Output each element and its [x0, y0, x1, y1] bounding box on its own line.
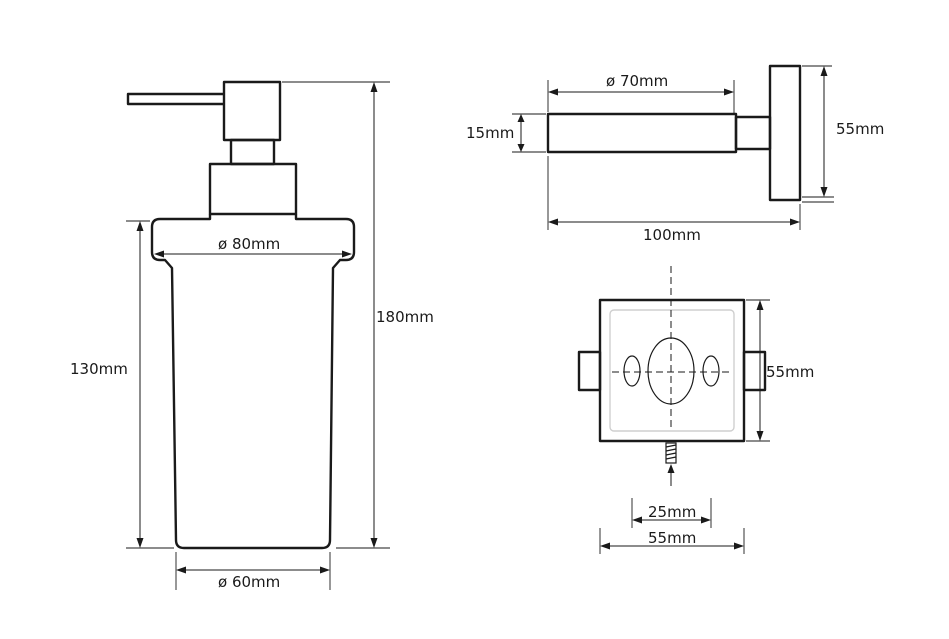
front-left-screw-hole — [623, 355, 641, 387]
holder-side-view: ø 70mm 15mm 55mm 100mm — [466, 64, 884, 244]
dim-total-length: 100mm — [643, 226, 701, 244]
holder-front-view: 55mm 25mm 55mm — [577, 266, 814, 554]
front-wall-plate — [598, 298, 746, 443]
front-left-tab — [577, 350, 602, 392]
dim-top-diameter: ø 80mm — [218, 235, 280, 253]
dim-container-height: 130mm — [70, 360, 128, 378]
dispenser-pump-head — [222, 80, 282, 142]
dim-plate-width-front: 55mm — [648, 529, 696, 547]
dim-bottom-diameter: ø 60mm — [218, 573, 280, 591]
front-right-tab — [742, 350, 767, 392]
dim-dispenser-height: 180mm — [376, 308, 434, 326]
front-center-opening — [647, 337, 695, 405]
dim-hole-spacing: 25mm — [648, 503, 696, 521]
holder-arm-rod — [546, 112, 738, 154]
dispenser-nozzle — [126, 92, 224, 106]
dispenser-pump-stem — [229, 138, 276, 166]
holder-neck — [734, 115, 772, 151]
front-right-screw-hole — [702, 355, 720, 387]
holder-wall-plate — [768, 64, 802, 202]
soap-dispenser-view: 180mm 130mm ø 80mm ø 60mm — [70, 80, 434, 591]
set-screw-icon — [665, 442, 677, 464]
dim-arm-thickness: 15mm — [466, 124, 514, 142]
dispenser-glass-container — [150, 214, 356, 550]
dispenser-collar — [208, 162, 298, 216]
dim-arm-diameter: ø 70mm — [606, 72, 668, 90]
front-plate-inner-outline — [609, 309, 735, 432]
dim-plate-height-side: 55mm — [836, 120, 884, 138]
dim-plate-height-front: 55mm — [766, 363, 814, 381]
